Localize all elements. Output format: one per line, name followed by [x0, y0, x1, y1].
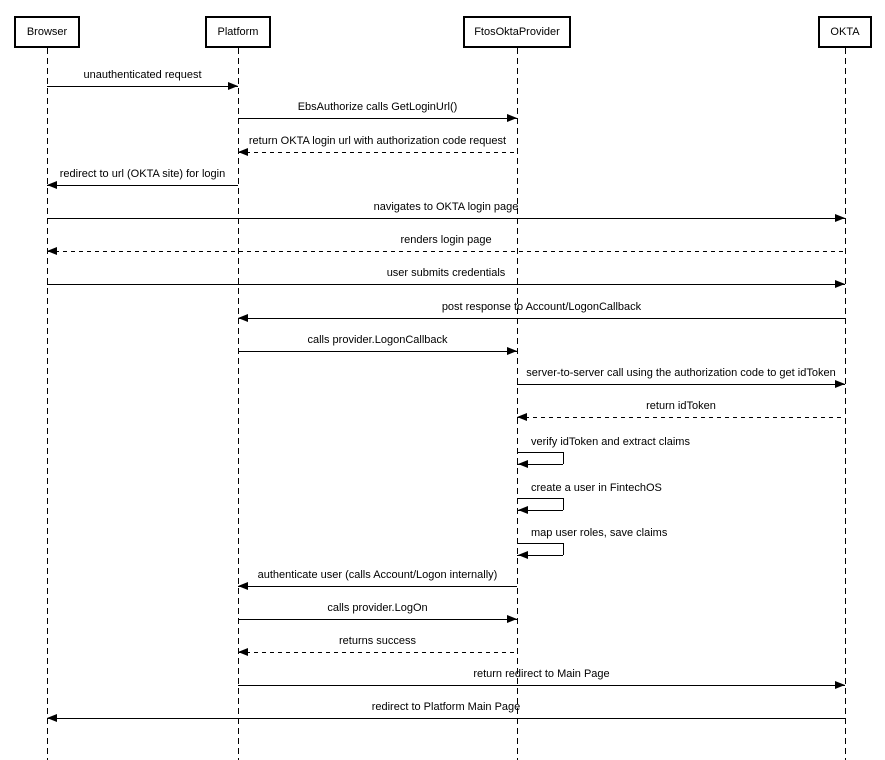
message-line	[517, 417, 845, 418]
actor-box-ftosoktaprovider: FtosOktaProvider	[463, 16, 571, 48]
message-line	[47, 284, 845, 285]
message-line	[517, 555, 563, 556]
arrowhead-icon	[835, 681, 845, 689]
actor-label: FtosOktaProvider	[474, 26, 560, 38]
arrowhead-icon	[47, 714, 57, 722]
actor-box-okta: OKTA	[818, 16, 872, 48]
arrowhead-icon	[518, 460, 528, 468]
message-line	[517, 543, 563, 544]
actor-box-platform: Platform	[205, 16, 271, 48]
message-label: renders login page	[400, 234, 492, 246]
arrowhead-icon	[835, 280, 845, 288]
arrowhead-icon	[238, 148, 248, 156]
message-label: return idToken	[646, 400, 716, 412]
message-label: authenticate user (calls Account/Logon i…	[257, 569, 498, 581]
message-line	[517, 498, 563, 499]
message-label: redirect to Platform Main Page	[371, 701, 521, 713]
message-label: post response to Account/LogonCallback	[441, 301, 642, 313]
message-label: calls provider.LogonCallback	[307, 334, 448, 346]
message-label: server-to-server call using the authoriz…	[526, 367, 836, 379]
message-line	[563, 498, 564, 510]
arrowhead-icon	[238, 582, 248, 590]
message-line	[517, 452, 563, 453]
arrowhead-icon	[507, 114, 517, 122]
arrowhead-icon	[835, 380, 845, 388]
message-line	[47, 718, 845, 719]
message-line	[238, 351, 517, 352]
arrowhead-icon	[517, 413, 527, 421]
message-line	[47, 251, 845, 252]
message-line	[238, 152, 517, 153]
message-line	[47, 185, 238, 186]
message-label: returns success	[338, 635, 417, 647]
message-label: return OKTA login url with authorization…	[248, 135, 507, 147]
message-label: EbsAuthorize calls GetLoginUrl()	[297, 101, 458, 113]
message-line	[238, 652, 517, 653]
message-label: return redirect to Main Page	[473, 668, 610, 680]
message-line	[47, 218, 845, 219]
arrowhead-icon	[47, 247, 57, 255]
lifeline-platform	[238, 48, 239, 760]
actor-label: Platform	[217, 26, 259, 38]
arrowhead-icon	[47, 181, 57, 189]
arrowhead-icon	[228, 82, 238, 90]
message-line	[238, 619, 517, 620]
message-line	[238, 118, 517, 119]
message-line	[238, 318, 845, 319]
message-line	[47, 86, 238, 87]
message-line	[517, 384, 845, 385]
message-line	[563, 452, 564, 464]
message-label: navigates to OKTA login page	[373, 201, 519, 213]
message-label: create a user in FintechOS	[531, 482, 662, 494]
message-label: user submits credentials	[386, 267, 506, 279]
message-line	[517, 510, 563, 511]
message-line	[238, 586, 517, 587]
arrowhead-icon	[238, 648, 248, 656]
arrowhead-icon	[507, 347, 517, 355]
arrowhead-icon	[238, 314, 248, 322]
message-line	[563, 543, 564, 555]
message-label: unauthenticated request	[83, 69, 202, 81]
actor-box-browser: Browser	[14, 16, 80, 48]
message-label: redirect to url (OKTA site) for login	[59, 168, 226, 180]
message-label: verify idToken and extract claims	[531, 436, 690, 448]
arrowhead-icon	[518, 506, 528, 514]
message-line	[517, 464, 563, 465]
message-line	[238, 685, 845, 686]
message-label: calls provider.LogOn	[327, 602, 428, 614]
arrowhead-icon	[835, 214, 845, 222]
lifeline-browser	[47, 48, 48, 760]
actor-label: Browser	[26, 26, 68, 38]
lifeline-okta	[845, 48, 846, 760]
arrowhead-icon	[507, 615, 517, 623]
message-label: map user roles, save claims	[531, 527, 668, 539]
arrowhead-icon	[518, 551, 528, 559]
lifeline-ftosoktaprovider	[517, 48, 518, 760]
actor-label: OKTA	[830, 26, 860, 38]
